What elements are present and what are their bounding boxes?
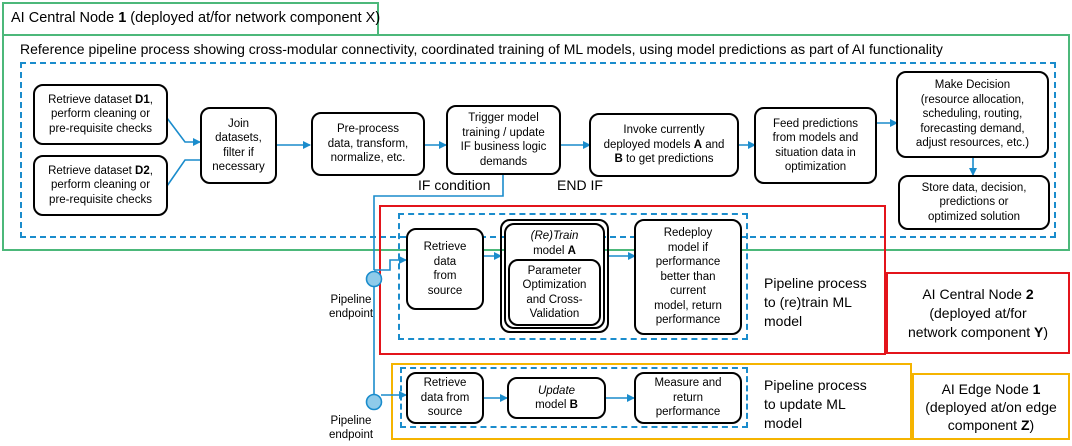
node-retrieve-d2: Retrieve dataset D2, perform cleaning or… [33, 155, 168, 216]
edge-node-1-close: ) [1029, 417, 1035, 433]
update-retrieve-data: Retrieve data from source [406, 372, 484, 424]
invoke-deployed: deployed models [603, 138, 694, 151]
central-node-1-title-suffix: (deployed at/for network component X) [126, 10, 381, 26]
invoke-get-predictions: to get predictions [622, 153, 714, 166]
central-node-2-line2: (deployed at/for [929, 305, 1027, 321]
central-node-2-line1: AI Central Node 2 [888, 285, 1068, 304]
invoke-and: and [702, 138, 725, 151]
central-node-2-prefix: AI Central Node [922, 286, 1026, 302]
edge-node-1-number: 1 [1032, 381, 1041, 397]
edge-node-1-prefix: AI Edge Node [941, 381, 1033, 397]
edge-node-1-line3: component Z) [913, 416, 1069, 434]
pipeline-endpoint-1-circle [365, 270, 383, 288]
central-node-2-line3: network component Y) [888, 323, 1068, 342]
pipeline-endpoint-2-circle [365, 393, 383, 411]
endpoint1-to-retrain [374, 256, 407, 271]
edge-node-1-label: AI Edge Node 1 (deployed at/on edge comp… [913, 380, 1069, 434]
invoke-model-a: A [693, 138, 703, 151]
update-model-word: model [535, 399, 570, 411]
retrain-model-id: A [567, 244, 576, 257]
if-condition-line [373, 172, 504, 270]
redeploy-model-box: Redeploy model if performance better tha… [634, 219, 742, 335]
arrow-d2-to-join [166, 159, 200, 187]
invoke-line2: deployed models A and [604, 138, 725, 153]
central-node-1-title-prefix: AI Central Node [11, 10, 119, 26]
node-trigger-training: Trigger model training / update IF busin… [446, 105, 561, 175]
measure-performance-box: Measure and return performance [634, 372, 742, 424]
edge-node-1-component-id: Z [1020, 417, 1030, 433]
central-node-1-title: AI Central Node 1 (deployed at/for netwo… [11, 9, 381, 27]
end-if-label: END IF [557, 177, 603, 193]
node-retrieve-d1-text: Retrieve dataset D1, perform cleaning or… [48, 93, 153, 137]
pipeline-endpoint-2-label: Pipeline endpoint [328, 415, 374, 441]
retrain-model-word: model [533, 244, 568, 257]
retrain-pipeline-label: Pipeline process to (re)train ML model [764, 275, 867, 329]
ai-edge-node-1-box [912, 373, 1070, 440]
d2-suffix: , perform cleaning or pre-requisite chec… [49, 164, 153, 206]
retrain-model-a-outer [500, 219, 609, 333]
node-preprocess: Pre-process data, transform, normalize, … [311, 112, 425, 176]
central-node-2-close: ) [1043, 324, 1049, 340]
invoke-model-b: B [614, 153, 623, 166]
retrain-retrieve-data: Retrieve data from source [406, 228, 484, 310]
update-label: Update [537, 384, 576, 397]
node-invoke-models: Invoke currently deployed models A and B… [589, 113, 739, 177]
d1-prefix: Retrieve dataset [48, 93, 136, 106]
invoke-line3: B to get predictions [604, 152, 725, 167]
pipeline-endpoint-1-label: Pipeline endpoint [328, 294, 374, 320]
edge-node-1-line1: AI Edge Node 1 [913, 380, 1069, 398]
retrain-model-a-title: (Re)Train model A [531, 229, 579, 258]
edge-node-1-line2: (deployed at/on edge [925, 399, 1057, 415]
update-model-b-text: Update model B [535, 384, 578, 413]
central-node-2-label: AI Central Node 2 (deployed at/for netwo… [888, 285, 1068, 342]
node-make-decision: Make Decision (resource allocation, sche… [896, 71, 1049, 158]
d2-prefix: Retrieve dataset [48, 164, 136, 177]
retrain-label: (Re)Train [530, 230, 579, 242]
parameter-optimization-box: Parameter Optimization and Cross- Valida… [508, 259, 601, 326]
central-node-2-component: network component [907, 324, 1035, 340]
d2-id: D2 [135, 164, 150, 177]
reference-pipeline-title: Reference pipeline process showing cross… [20, 41, 943, 57]
d1-suffix: , perform cleaning or pre-requisite chec… [49, 93, 153, 135]
arrow-d1-to-join [166, 117, 201, 146]
ai-central-node-2-box [886, 272, 1070, 354]
node-retrieve-d2-text: Retrieve dataset D2, perform cleaning or… [48, 164, 153, 208]
update-model-b-box: Update model B [507, 377, 606, 419]
central-node-2-number: 2 [1025, 286, 1034, 302]
node-join-datasets: Join datasets, filter if necessary [200, 107, 277, 184]
node-invoke-text: Invoke currently deployed models A and B… [604, 123, 725, 167]
update-pipeline-label: Pipeline process to update ML model [764, 377, 867, 431]
node-retrieve-d1: Retrieve dataset D1, perform cleaning or… [33, 84, 168, 145]
node-feed-predictions: Feed predictions from models and situati… [754, 107, 877, 184]
d1-id: D1 [135, 93, 150, 106]
edge-node-1-component: component [947, 417, 1021, 433]
retrain-pipeline-region [398, 213, 748, 340]
invoke-line1: Invoke currently [623, 124, 705, 137]
ai-central-node-1-frame [2, 2, 379, 35]
update-model-id: B [569, 399, 578, 411]
central-node-2-component-id: Y [1034, 324, 1044, 340]
node-store-data: Store data, decision, predictions or opt… [898, 175, 1050, 230]
update-pipeline-frame [391, 363, 912, 440]
central-node-1-number: 1 [118, 10, 127, 26]
if-condition-label: IF condition [418, 177, 491, 193]
